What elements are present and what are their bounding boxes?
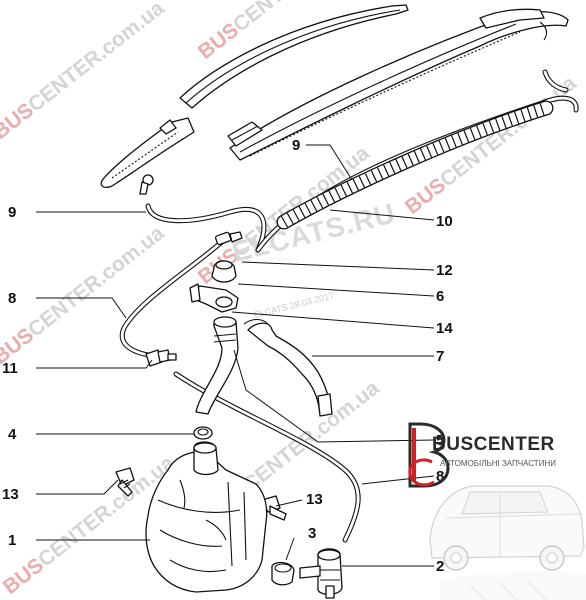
callout-13-left: 13 xyxy=(2,486,19,503)
callout-5: 5 xyxy=(436,432,444,449)
van-graphic xyxy=(429,485,586,600)
callout-6: 6 xyxy=(436,288,444,305)
watermark-site-2: BUSCENTER.com.ua xyxy=(194,0,374,64)
screw-13-left xyxy=(115,467,135,497)
callout-12: 12 xyxy=(436,262,453,279)
bracket-7 xyxy=(243,318,333,417)
callout-1: 1 xyxy=(8,532,16,549)
callout-labels: 9 8 11 4 13 1 9 10 12 6 14 7 5 8 13 3 2 xyxy=(2,137,453,575)
watermark-site-1: BUSCENTER.com.ua xyxy=(0,0,169,144)
logo-name: BUSCENTER xyxy=(432,434,555,455)
filler-neck-5 xyxy=(195,316,239,415)
callout-11: 11 xyxy=(2,360,18,377)
connector-12 xyxy=(214,231,243,246)
callout-13-right: 13 xyxy=(306,491,323,508)
watermark-site-4: BUSCENTER.com.ua xyxy=(0,221,169,369)
check-valve-11 xyxy=(145,349,177,367)
callout-10: 10 xyxy=(436,213,453,230)
washer-hose-8 xyxy=(119,237,361,543)
watermark-stamp: ELCATS 28.03.2017 xyxy=(253,290,335,320)
washer-pump-2 xyxy=(299,548,343,599)
callout-9-left: 9 xyxy=(8,204,16,221)
wiper-arm-right xyxy=(227,8,569,161)
callout-14: 14 xyxy=(436,320,453,337)
wiper-arm-left xyxy=(100,4,409,195)
pump-grommet-3 xyxy=(271,561,295,586)
callout-8-left: 8 xyxy=(8,290,16,307)
callout-2: 2 xyxy=(436,558,444,575)
logo-tagline: АВТОМОБІЛЬНІ ЗАПЧАСТИНИ xyxy=(440,459,556,468)
grommet-6 xyxy=(211,260,237,283)
callout-9-right: 9 xyxy=(292,137,300,154)
logo-mark-icon xyxy=(408,422,450,488)
washer-reservoir-1 xyxy=(145,441,268,593)
callout-3: 3 xyxy=(308,525,316,542)
buscenter-logo: BUSCENTER АВТОМОБІЛЬНІ ЗАПЧАСТИНИ xyxy=(408,422,556,488)
corrugated-sleeve-10 xyxy=(276,100,554,230)
seal-4 xyxy=(193,426,213,440)
callout-4: 4 xyxy=(8,426,17,443)
callout-8-right: 8 xyxy=(436,468,444,485)
bracket-14 xyxy=(189,283,239,313)
leader-lines xyxy=(36,144,435,567)
callout-7: 7 xyxy=(436,348,444,365)
